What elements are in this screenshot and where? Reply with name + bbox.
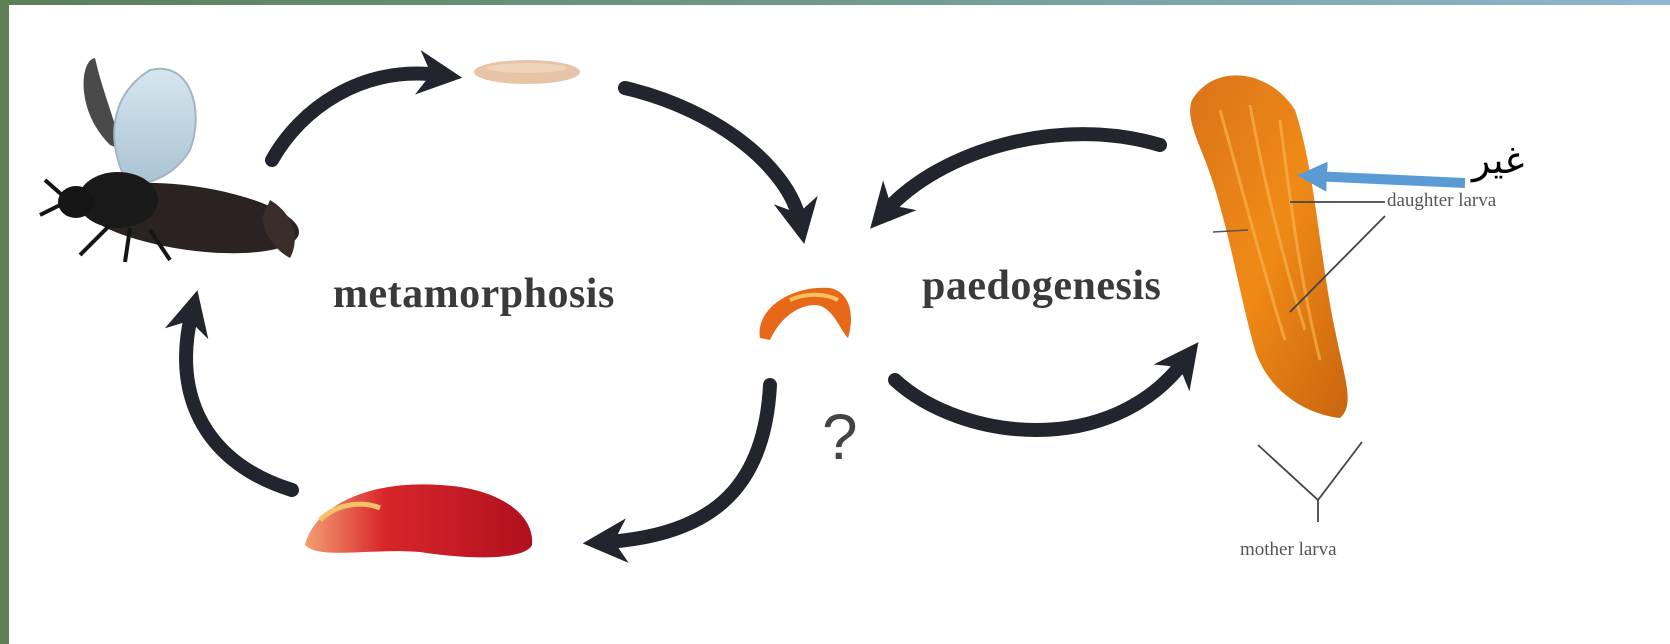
question-mark: ? — [822, 400, 858, 474]
pointer-arrow — [1312, 176, 1465, 183]
paedogenesis-label: paedogenesis — [922, 262, 1161, 310]
arrow-mother-to-young-larva — [885, 134, 1160, 212]
mother-larva-label: mother larva — [1240, 539, 1337, 561]
arrow-adult-to-egg — [272, 74, 440, 160]
daughter-larva-label: daughter larva — [1387, 190, 1496, 212]
arabic-note: غير — [1472, 138, 1524, 182]
arrow-young-larva-to-pupa — [605, 385, 770, 542]
arrow-egg-to-young-larva — [625, 88, 800, 222]
pupa-icon — [305, 484, 532, 557]
young-larva-icon — [760, 288, 851, 340]
arrow-young-larva-to-mother — [895, 360, 1185, 430]
mother-larva-icon — [1190, 75, 1348, 418]
metamorphosis-label: metamorphosis — [333, 270, 615, 318]
mother-larva-bracket — [1258, 442, 1362, 522]
adult-midge-icon — [40, 58, 303, 265]
arrow-pupa-to-adult — [186, 312, 292, 490]
egg-icon — [474, 60, 580, 84]
